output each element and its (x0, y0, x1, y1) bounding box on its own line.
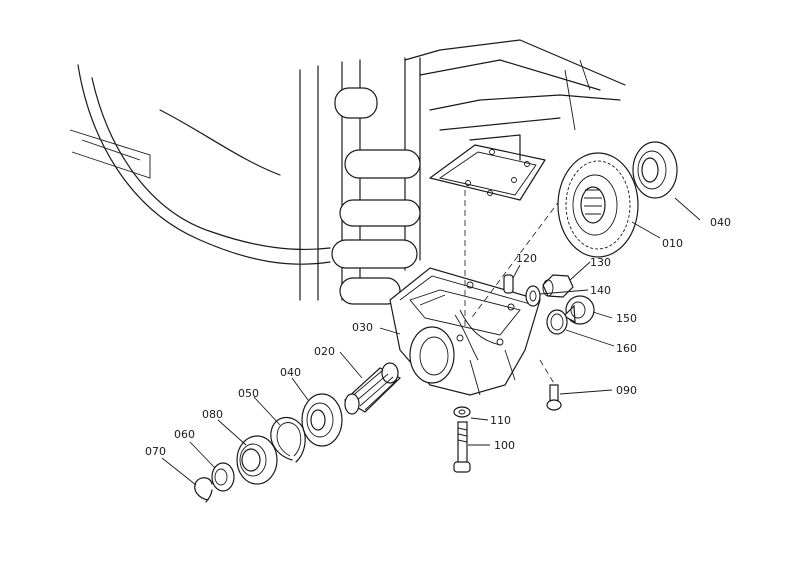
label-100: 100 (494, 439, 515, 452)
pin-120 (503, 274, 514, 294)
label-110: 110 (490, 414, 511, 427)
ring-060 (211, 462, 235, 492)
label-070: 070 (145, 445, 166, 458)
seal-080 (236, 435, 278, 485)
label-160: 160 (616, 342, 637, 355)
gear-010 (557, 152, 639, 258)
label-020: 020 (314, 345, 335, 358)
label-150: 150 (616, 312, 637, 325)
plug-150 (563, 295, 595, 325)
label-090: 090 (616, 384, 637, 397)
gasket-160 (546, 309, 568, 335)
bolt-100 (453, 421, 471, 473)
label-040-lower: 040 (280, 366, 301, 379)
bolt-090 (546, 384, 562, 411)
case-030 (389, 267, 541, 396)
bearing-040-lower (301, 393, 343, 447)
label-130: 130 (590, 256, 611, 269)
label-010: 010 (662, 237, 683, 250)
bearing-040-upper (632, 141, 678, 199)
transmission-housing (69, 39, 626, 305)
washer-140 (525, 285, 541, 307)
label-030: 030 (352, 321, 373, 334)
label-060: 060 (174, 428, 195, 441)
washer-110 (453, 406, 471, 418)
label-120: 120 (516, 252, 537, 265)
snap-ring-070 (194, 477, 213, 503)
label-080: 080 (202, 408, 223, 421)
part-labels: 040 010 120 130 140 150 160 090 110 100 … (145, 216, 731, 458)
label-040-upper: 040 (710, 216, 731, 229)
label-140: 140 (590, 284, 611, 297)
leader-lines (161, 197, 701, 486)
label-050: 050 (238, 387, 259, 400)
shaft-020 (344, 362, 402, 415)
